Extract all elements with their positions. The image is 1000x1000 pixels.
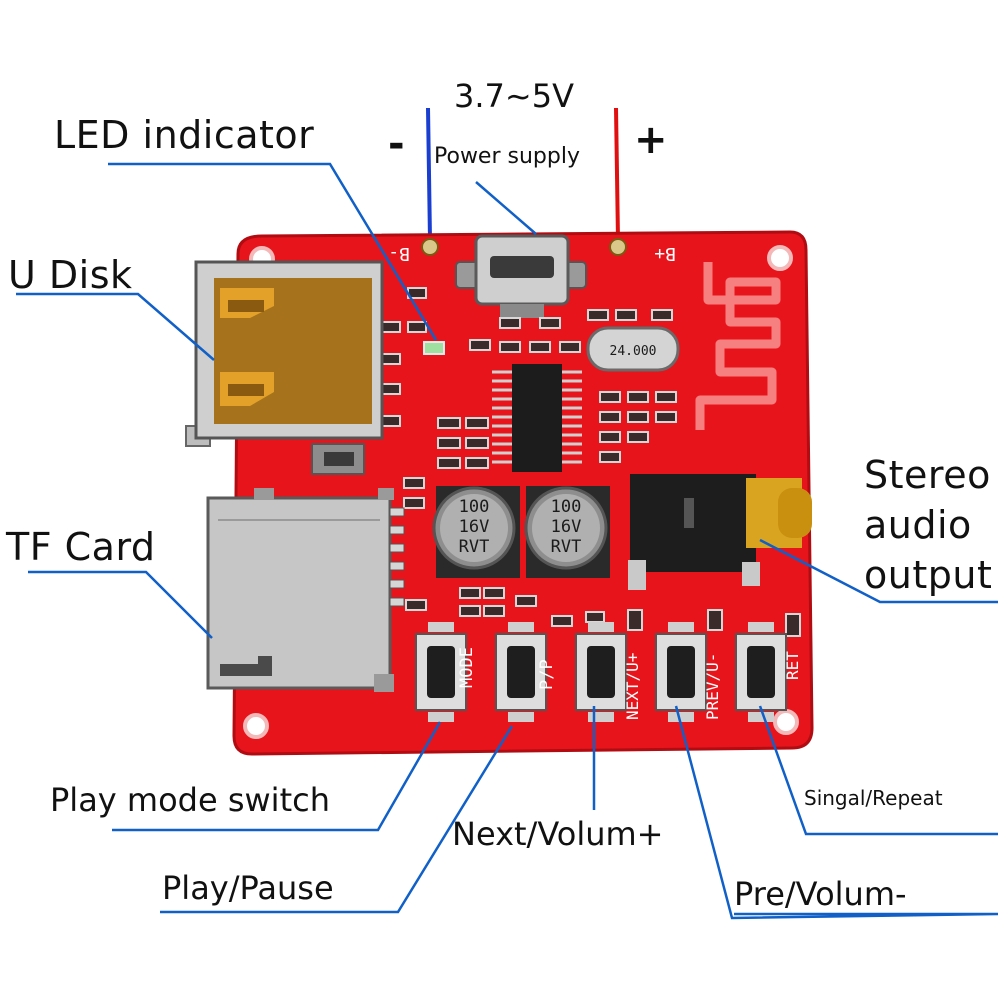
main-chip: [492, 364, 582, 472]
pcb-board: B- B+ 24.000: [185, 230, 814, 756]
minus-label: -: [388, 121, 405, 167]
silk-next: NEXT/U+: [623, 653, 642, 720]
leader-stereo: [759, 538, 998, 604]
usb-a-socket: [185, 260, 384, 475]
leader-play-pause: [160, 725, 514, 914]
mount-hole: [243, 713, 269, 739]
silk-ret: RET: [783, 651, 802, 680]
leader-tf: [28, 570, 213, 639]
leader-led: [108, 162, 438, 341]
silk-b-minus: B-: [388, 243, 410, 264]
led-indicator-label: LED indicator: [54, 113, 315, 157]
button-ret: [735, 622, 787, 722]
mount-hole: [773, 709, 799, 735]
leader-lines: [16, 162, 999, 920]
capacitor-left: 100 16V RVT: [432, 486, 520, 578]
silk-mode: MODE: [457, 647, 477, 688]
leader-play-mode: [112, 721, 442, 832]
stereo-label-line3: output: [864, 553, 993, 597]
silk-prev: PREV/U-: [703, 653, 722, 720]
stereo-label-line2: audio: [864, 503, 972, 547]
pad-b-minus: [421, 238, 439, 256]
crystal-text: 24.000: [610, 344, 657, 359]
stereo-label-line1: Stereo: [864, 453, 991, 497]
pre-volume-down-label: Pre/Volum-: [734, 875, 907, 913]
tf-card-slot: [206, 488, 405, 692]
audio-jack: [628, 474, 812, 590]
leader-udisk: [16, 292, 215, 361]
wire-negative: [426, 107, 432, 241]
button-prev: [655, 622, 707, 722]
voltage-label: 3.7~5V: [454, 77, 574, 115]
play-mode-switch-label: Play mode switch: [50, 781, 330, 819]
silk-b-plus: B+: [654, 243, 676, 264]
capacitor-right: 100 16V RVT: [524, 486, 610, 578]
tf-card-label: TF Card: [6, 525, 156, 569]
micro-usb-port: [455, 234, 587, 318]
button-mode: [415, 622, 467, 722]
cap-left-value: 100: [459, 497, 490, 517]
smd-components: [377, 287, 801, 637]
cap-left-brand: RVT: [459, 537, 490, 557]
crystal-oscillator: 24.000: [586, 326, 680, 372]
signal-repeat-label: Singal/Repeat: [804, 786, 943, 810]
bluetooth-antenna: [695, 262, 781, 430]
play-pause-label: Play/Pause: [162, 869, 334, 907]
leader-pre: [674, 705, 999, 920]
cap-right-voltage: 16V: [551, 517, 582, 537]
cap-right-brand: RVT: [551, 537, 582, 557]
wire-positive: [614, 107, 620, 241]
button-play-pause: [495, 622, 547, 722]
led: [423, 341, 445, 355]
power-supply-label: Power supply: [434, 144, 580, 169]
button-next: [575, 622, 627, 722]
leader-signal: [758, 705, 998, 836]
silk-pp: P/P: [537, 659, 557, 690]
leader-power: [475, 181, 537, 235]
u-disk-label: U Disk: [8, 253, 133, 297]
pad-b-plus: [609, 238, 627, 256]
cap-right-value: 100: [551, 497, 582, 517]
cap-left-voltage: 16V: [459, 517, 490, 537]
next-volume-up-label: Next/Volum+: [452, 815, 664, 853]
mount-hole: [767, 245, 793, 271]
plus-label: +: [634, 117, 668, 163]
